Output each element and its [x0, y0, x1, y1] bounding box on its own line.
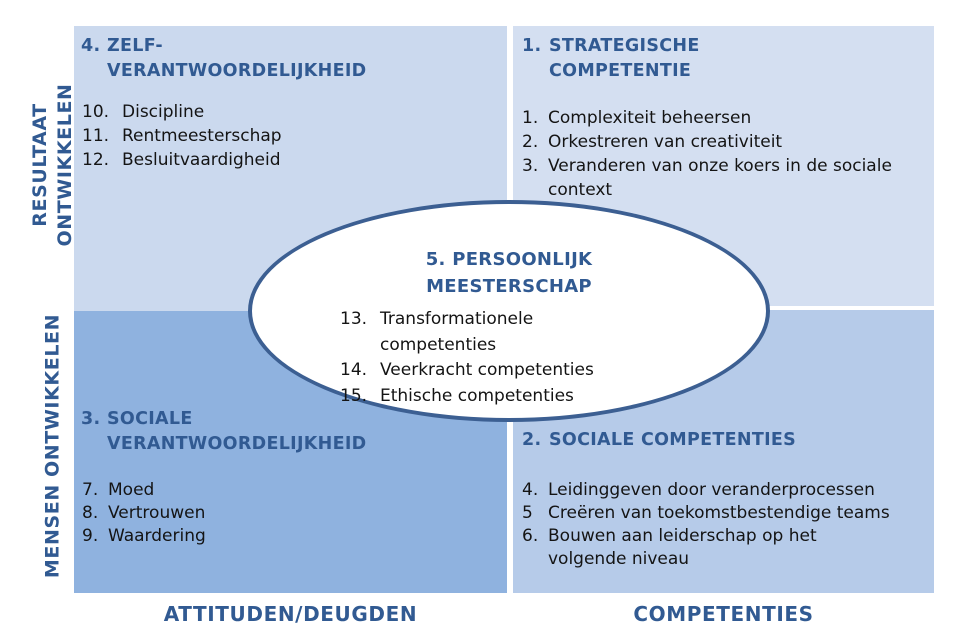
list-item: 9. Waardering [82, 525, 206, 548]
quadrant-item-list: 4. Leidinggeven door veranderprocessen 5… [522, 479, 890, 571]
item-text: Creëren van toekomstbestendige teams [548, 503, 890, 523]
item-number: 1. [522, 108, 539, 128]
item-number: 4. [522, 480, 539, 500]
axis-label-mensen-ontwikkelen: MENSEN ONTWIKKELEN [41, 313, 64, 579]
item-text: Waardering [108, 526, 206, 546]
quadrant-item-list: 1. Complexiteit beheersen 2. Orkestreren… [522, 106, 892, 202]
item-number: 3. [522, 156, 539, 176]
item-number: 15. [340, 385, 368, 406]
list-item: 4. Leidinggeven door veranderprocessen [522, 479, 890, 502]
heading-number: 3. [81, 409, 101, 429]
quadrant-heading: 2. SOCIALE COMPETENTIES [522, 428, 796, 453]
heading-text: SOCIALE COMPETENTIES [549, 430, 797, 450]
item-number: 7. [82, 480, 99, 500]
item-number: 13. [340, 309, 368, 329]
heading-text: ZELF-VERANTWOORDELIJKHEID [107, 36, 367, 81]
item-text: Besluitvaardigheid [122, 150, 281, 170]
heading-number: 2. [522, 430, 542, 450]
axis-label-competenties: COMPETENTIES [633, 602, 814, 626]
item-text: Rentmeesterschap [122, 126, 282, 146]
item-text: Leidinggeven door veranderprocessen [548, 480, 875, 500]
heading-number: 4. [81, 36, 101, 56]
list-item: 5 Creëren van toekomstbestendige teams [522, 502, 890, 525]
item-text: Discipline [122, 102, 205, 122]
quadrant-item-list: 7. Moed 8. Vertrouwen 9. Waardering [82, 479, 206, 548]
item-number: 5 [522, 503, 533, 523]
list-item: 1. Complexiteit beheersen [522, 106, 892, 130]
list-item: 10. Discipline [82, 100, 282, 124]
axis-label-attituden-deugden: ATTITUDEN/DEUGDEN [163, 602, 418, 626]
heading-number: 1. [522, 36, 542, 56]
quadrant-heading: 4. ZELF-VERANTWOORDELIJKHEID [81, 34, 367, 84]
item-text: Vertrouwen [108, 503, 206, 523]
item-number: 9. [82, 526, 99, 546]
item-number: 14. [340, 360, 368, 380]
list-item: 14. Veerkracht competenties [340, 358, 594, 384]
item-number: 2. [522, 132, 539, 152]
item-text: Ethische competenties [380, 385, 574, 406]
item-text: Moed [108, 480, 155, 500]
list-item: 3. Veranderen van onze koers in de socia… [522, 154, 892, 202]
item-number: 11. [82, 126, 110, 146]
list-item: 7. Moed [82, 479, 206, 502]
item-text: Complexiteit beheersen [548, 108, 752, 128]
item-number: 10. [82, 102, 110, 122]
item-number: 8. [82, 503, 99, 523]
item-text: Orkestreren van creativiteit [548, 132, 783, 152]
list-item: 15. Ethische competenties [340, 384, 594, 410]
quadrant-item-list: 10. Discipline 11. Rentmeesterschap 12. … [82, 100, 282, 172]
item-number: 6. [522, 526, 539, 546]
list-item: 12. Besluitvaardigheid [82, 148, 282, 172]
item-number: 12. [82, 150, 110, 170]
item-text: Veerkracht competenties [380, 360, 594, 380]
list-item: 8. Vertrouwen [82, 502, 206, 525]
list-item: 2. Orkestreren van creativiteit [522, 130, 892, 154]
list-item: 11. Rentmeesterschap [82, 124, 282, 148]
